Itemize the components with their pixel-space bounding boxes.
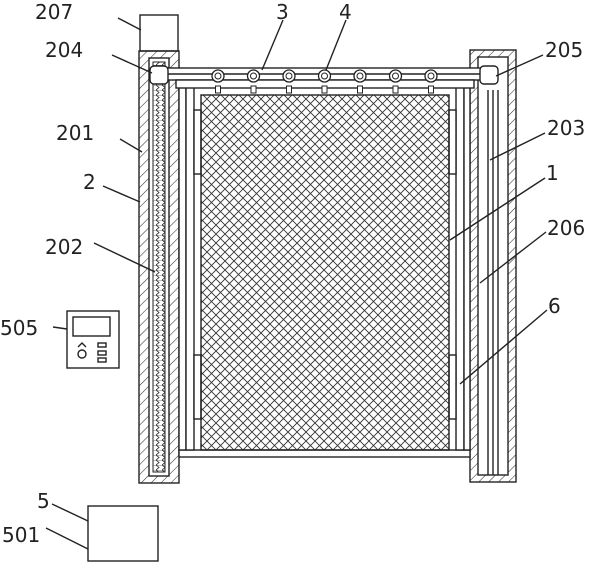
spray-nozzles <box>211 69 438 94</box>
nozzle <box>388 69 403 94</box>
nozzle <box>246 69 261 94</box>
bottom-rail <box>178 449 471 458</box>
nozzle <box>424 69 438 94</box>
control-panel <box>66 310 120 369</box>
knob-icon <box>77 349 87 359</box>
label-203: 203 <box>547 116 585 140</box>
nozzle <box>353 69 367 94</box>
label-206: 206 <box>547 216 585 240</box>
left-column <box>138 50 180 484</box>
right-pulley <box>479 65 499 85</box>
label-202: 202 <box>45 235 83 259</box>
label-205: 205 <box>545 38 583 62</box>
leader-lines <box>45 17 548 550</box>
right-column <box>469 49 517 483</box>
label-4: 4 <box>339 0 352 24</box>
label-204: 204 <box>45 38 83 62</box>
motor-box <box>139 14 179 52</box>
label-3: 3 <box>276 0 289 24</box>
label-1: 1 <box>546 161 559 185</box>
mesh-screen <box>200 94 450 451</box>
label-501: 501 <box>2 523 40 547</box>
label-505: 505 <box>0 316 38 340</box>
nozzle <box>282 69 296 94</box>
nozzle <box>317 69 332 94</box>
label-201: 201 <box>56 121 94 145</box>
label-6: 6 <box>548 294 561 318</box>
label-5: 5 <box>37 489 50 513</box>
left-pulley <box>149 65 169 85</box>
external-unit <box>87 505 159 562</box>
screw-rod <box>152 61 166 473</box>
label-207: 207 <box>35 0 73 24</box>
label-2: 2 <box>83 170 96 194</box>
nozzle <box>211 69 225 94</box>
